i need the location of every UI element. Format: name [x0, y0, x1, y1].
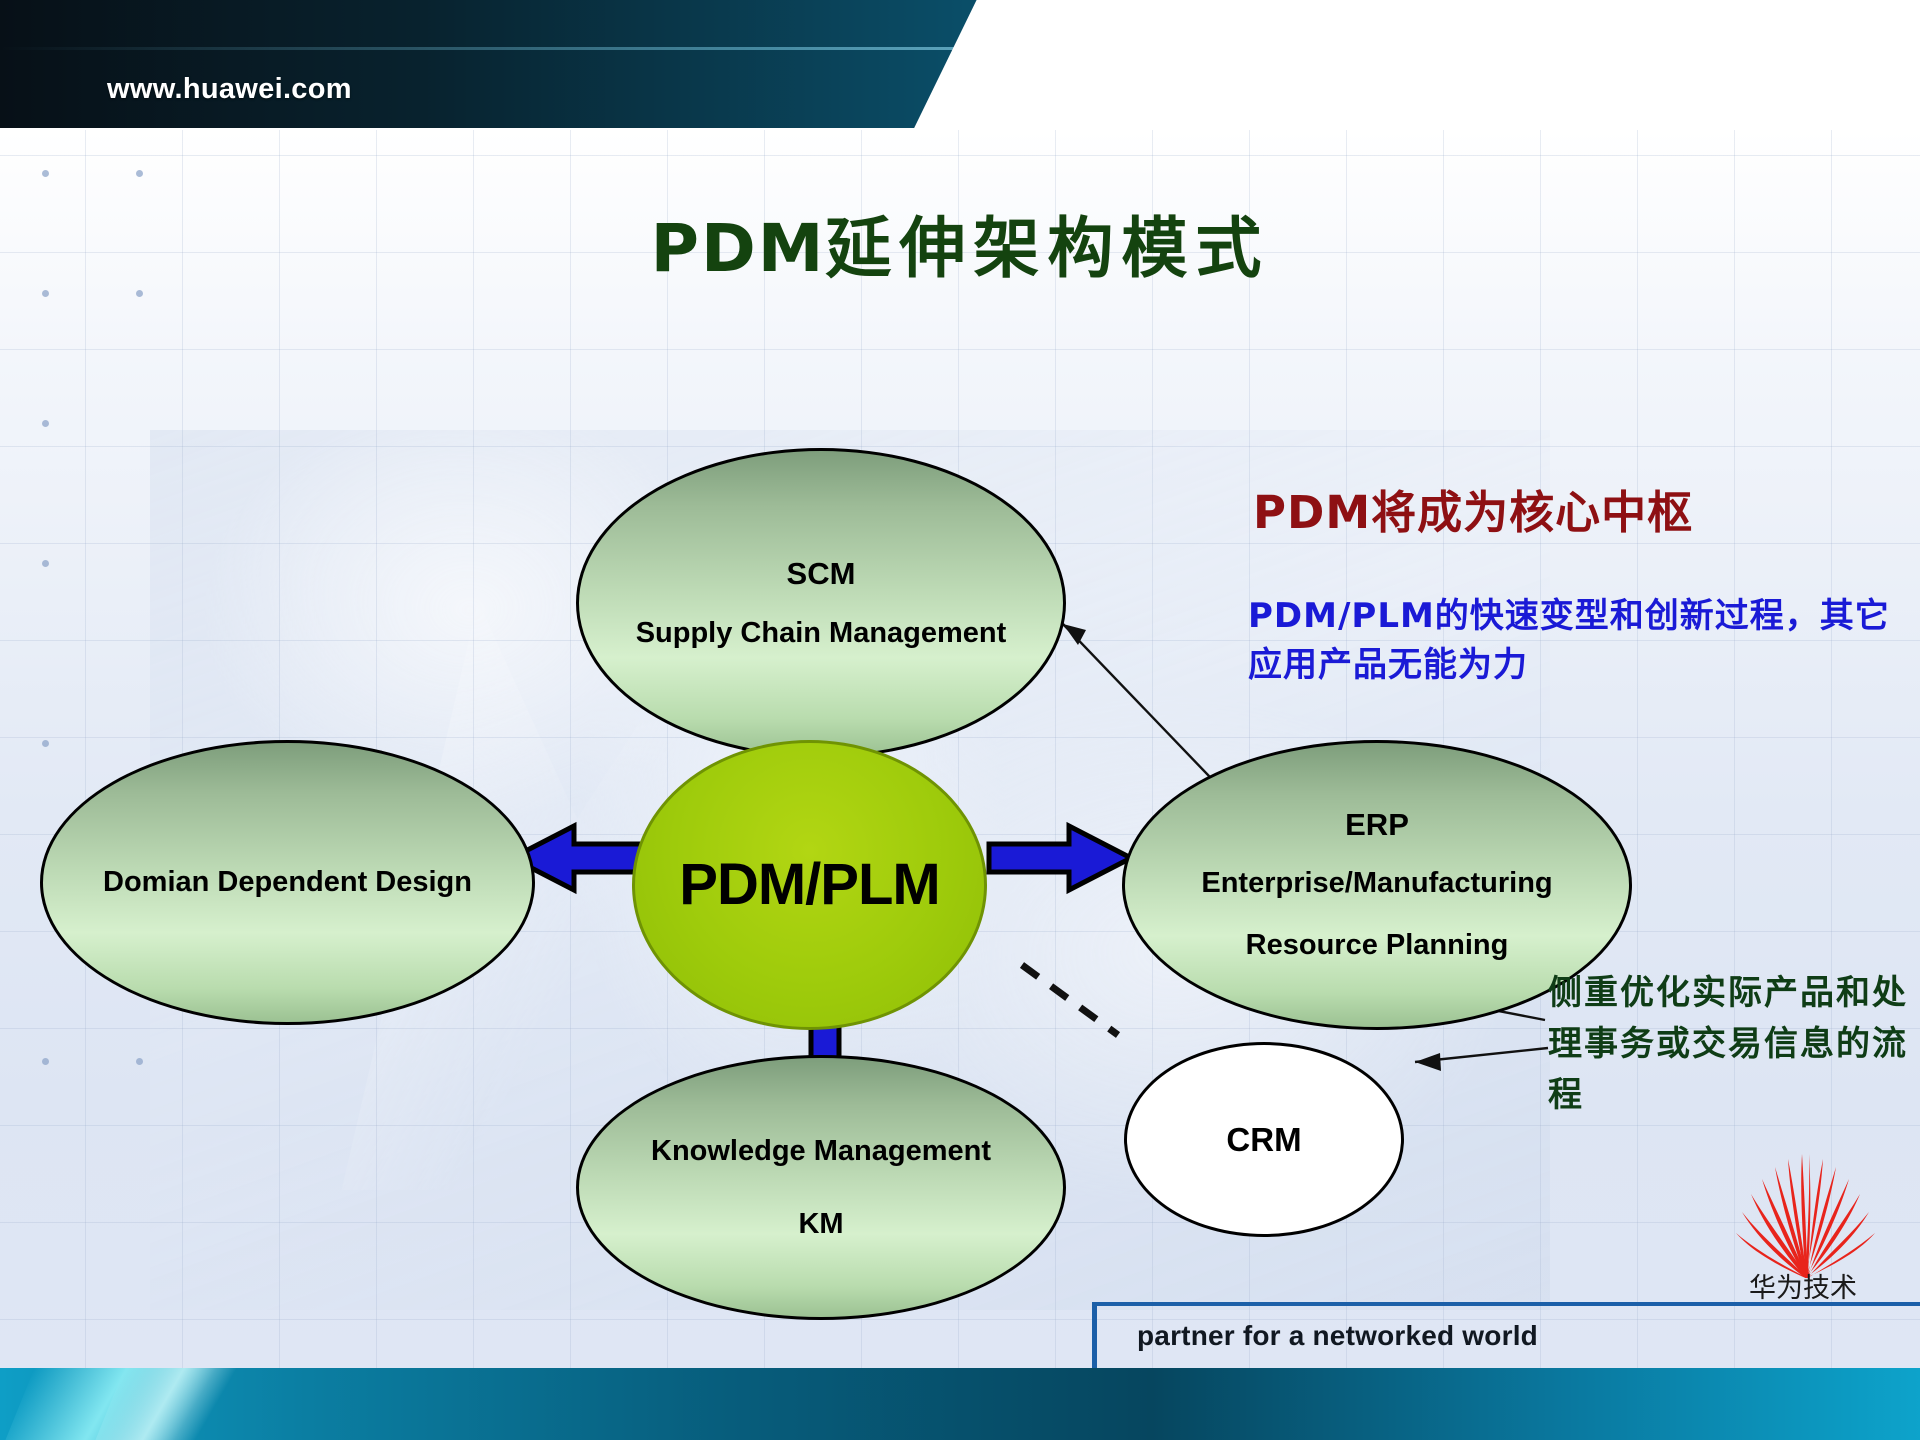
node-crm[interactable]: CRM: [1124, 1042, 1404, 1237]
header-website-url[interactable]: www.huawei.com: [107, 73, 352, 105]
node-scm-full: Supply Chain Management: [635, 617, 1007, 650]
huawei-logo-icon: [1718, 1150, 1893, 1280]
node-scm[interactable]: SCM Supply Chain Management: [576, 448, 1066, 758]
arrow-right-to-erp: [985, 820, 1135, 896]
footer-tagline: partner for a networked world: [1137, 1320, 1538, 1351]
node-pdm-plm-label: PDM/PLM: [679, 851, 940, 917]
huawei-logo-chinese-name: 华为技术: [1749, 1273, 1857, 1304]
node-erp-line3: Resource Planning: [1245, 929, 1509, 962]
node-erp-abbr: ERP: [1345, 807, 1409, 843]
node-erp-line2: Enterprise/Manufacturing: [1201, 867, 1553, 900]
footer-gradient-band: [0, 1368, 1920, 1440]
page-title-cn: 延伸架构模式: [825, 210, 1270, 287]
page-title: PDM延伸架构模式: [0, 195, 1920, 291]
slide-header: www.huawei.com: [0, 0, 1920, 128]
node-domain-dependent-design-label: Domian Dependent Design: [103, 866, 472, 899]
header-white-cut-rounded: [1000, 98, 1920, 128]
node-domain-dependent-design[interactable]: Domian Dependent Design: [40, 740, 535, 1025]
node-scm-abbr: SCM: [786, 555, 856, 591]
annotation-pdm-plm-note: PDM/PLM的快速变型和创新过程，其它应用产品无能为力: [1248, 596, 1890, 686]
node-knowledge-management[interactable]: Knowledge Management KM: [576, 1055, 1066, 1320]
node-crm-abbr: CRM: [1226, 1120, 1302, 1158]
node-km-full: Knowledge Management: [651, 1135, 991, 1168]
node-km-abbr: KM: [798, 1207, 844, 1240]
annotation-process-note: 侧重优化实际产品和处理事务或交易信息的流程: [1548, 973, 1908, 1115]
tagline-box: [1092, 1302, 1920, 1368]
page-title-latin: PDM: [650, 210, 826, 287]
background-dot-column: [0, 130, 320, 1230]
annotation-pdm-core-heading: PDM将成为核心中枢: [1253, 486, 1694, 539]
node-pdm-plm-core[interactable]: PDM/PLM: [632, 740, 987, 1030]
node-erp[interactable]: ERP Enterprise/Manufacturing Resource Pl…: [1122, 740, 1632, 1030]
